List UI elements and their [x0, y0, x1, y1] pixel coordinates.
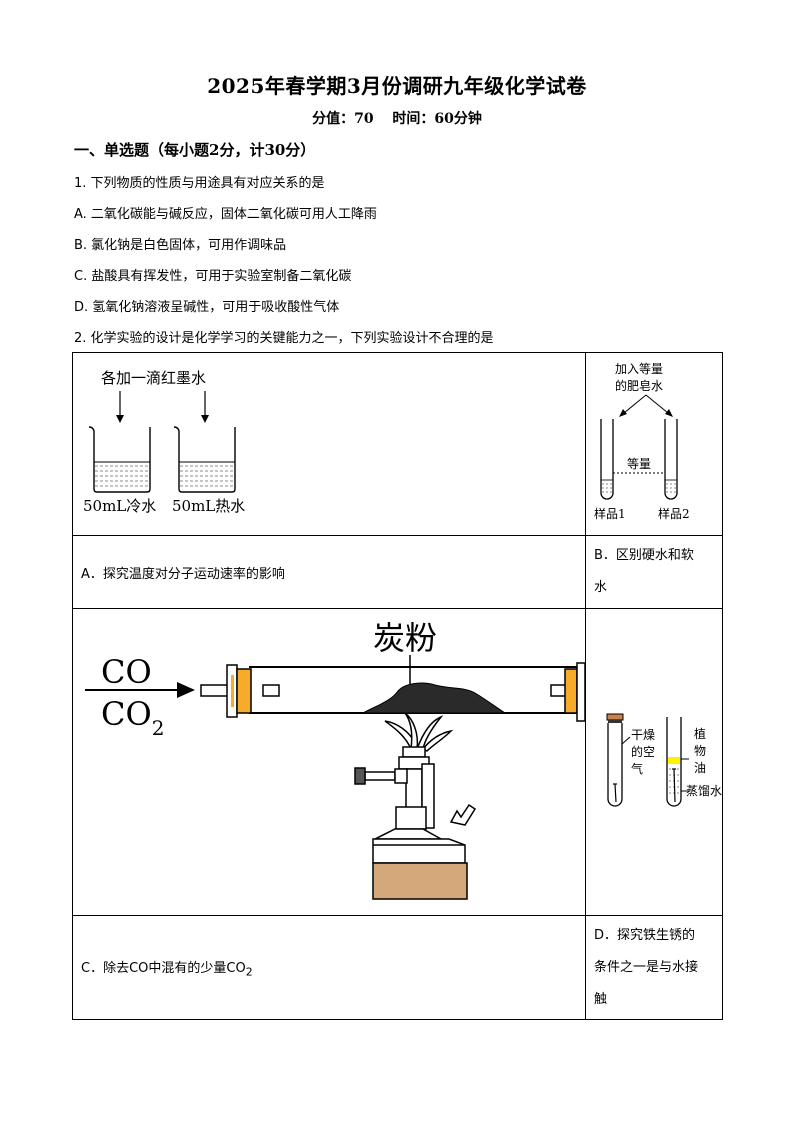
- caption-b: B．区别硬水和软水: [585, 535, 723, 609]
- q1-option-a: A. 二氧化碳能与碱反应，固体二氧化碳可用人工降雨: [74, 207, 377, 222]
- dry-air-label-1: 干燥: [631, 728, 655, 742]
- distilled-water-label: 蒸馏水: [686, 784, 722, 798]
- tube-sample-2: [664, 419, 678, 500]
- gas-valve: [449, 803, 477, 826]
- lamp-base: [372, 828, 468, 900]
- q1-stem: 1. 下列物质的性质与用途具有对应关系的是: [74, 176, 325, 191]
- caption-c-subscript: 2: [245, 965, 253, 979]
- carbon-powder-label: 炭粉: [373, 619, 437, 657]
- hot-water-label: 50mL热水: [172, 497, 245, 515]
- dry-air-tube: [606, 713, 631, 807]
- figure-d-cell: 干燥 的空 气 植 物: [585, 608, 723, 916]
- burner-cap: [402, 746, 426, 758]
- figure-b-test-tubes: 加入等量 的肥皂水: [594, 362, 690, 521]
- figure-b-label-1: 加入等量: [615, 362, 663, 376]
- carbon-powder-pile: [362, 682, 507, 714]
- figure-b-cell: 加入等量 的肥皂水: [585, 352, 723, 536]
- figure-a-cell: 各加一滴红墨水: [72, 352, 586, 536]
- caption-b-line-1: B．区别硬水和软: [594, 548, 694, 563]
- gas-co2-subscript: 2: [152, 716, 165, 740]
- caption-a: A．探究温度对分子运动速率的影响: [72, 535, 586, 609]
- right-stopper: [550, 662, 586, 722]
- q2-stem: 2. 化学实验的设计是化学学习的关键能力之一，下列实验设计不合理的是: [74, 331, 494, 346]
- oil-label-2: 物: [694, 744, 706, 758]
- figure-c-cell: 炭粉 CO CO2: [72, 608, 586, 916]
- gas-co-label: CO: [101, 653, 152, 691]
- experiment-table: 各加一滴红墨水: [72, 352, 723, 1020]
- caption-d-line-2: 条件之一是与水接: [594, 959, 699, 975]
- figure-a-label: 各加一滴红墨水: [101, 369, 206, 387]
- oil-label-3: 油: [694, 761, 706, 775]
- caption-b-line-2: 水: [594, 580, 608, 595]
- figure-a-beakers: 各加一滴红墨水: [83, 369, 245, 515]
- q1-option-b: B. 氯化钠是白色固体，可用作调味品: [74, 238, 287, 253]
- cold-water-beaker: [88, 426, 151, 493]
- dry-air-label-2: 的空: [631, 744, 655, 759]
- caption-c-main: C．除去CO中混有的少量CO: [81, 960, 246, 976]
- sample-2-label: 样品2: [658, 506, 690, 521]
- q1-option-d: D. 氢氧化钠溶液呈碱性，可用于吸收酸性气体: [74, 300, 340, 315]
- figure-b-label-2: 的肥皂水: [615, 378, 663, 393]
- paper-title: 2025年春学期3月份调研九年级化学试卷: [207, 74, 587, 98]
- caption-d-line-3: 触: [594, 991, 608, 1007]
- figure-c-apparatus: 炭粉 CO CO2: [85, 619, 586, 900]
- dry-air-label-3: 气: [631, 761, 643, 776]
- left-stopper: [200, 664, 280, 718]
- q1-option-c: C. 盐酸具有挥发性，可用于实验室制备二氧化碳: [74, 269, 352, 284]
- oil-water-tube: [666, 717, 689, 807]
- equal-amount-label: 等量: [627, 457, 651, 471]
- section-single-choice: 一、单选题（每小题2分，计30分）: [74, 141, 316, 159]
- score-time: 分值：70 时间：60分钟: [312, 111, 482, 127]
- tube-sample-1: [600, 419, 614, 500]
- oil-label-1: 植: [694, 726, 706, 741]
- figure-d-rust-tubes: 干燥 的空 气 植 物: [606, 713, 722, 807]
- caption-d: D．探究铁生锈的条件之一是与水接触: [585, 915, 723, 1020]
- sample-1-label: 样品1: [594, 506, 626, 521]
- caption-d-line-1: D．探究铁生锈的: [594, 927, 696, 943]
- caption-c: C．除去CO中混有的少量CO2: [72, 915, 586, 1020]
- gas-co2-main: CO: [101, 695, 152, 733]
- burner: [354, 756, 435, 830]
- gas-co2-label: CO2: [101, 695, 164, 740]
- cold-water-label: 50mL冷水: [83, 497, 156, 515]
- hot-water-beaker: [173, 426, 236, 493]
- alcohol-lamp-flame: [384, 712, 454, 752]
